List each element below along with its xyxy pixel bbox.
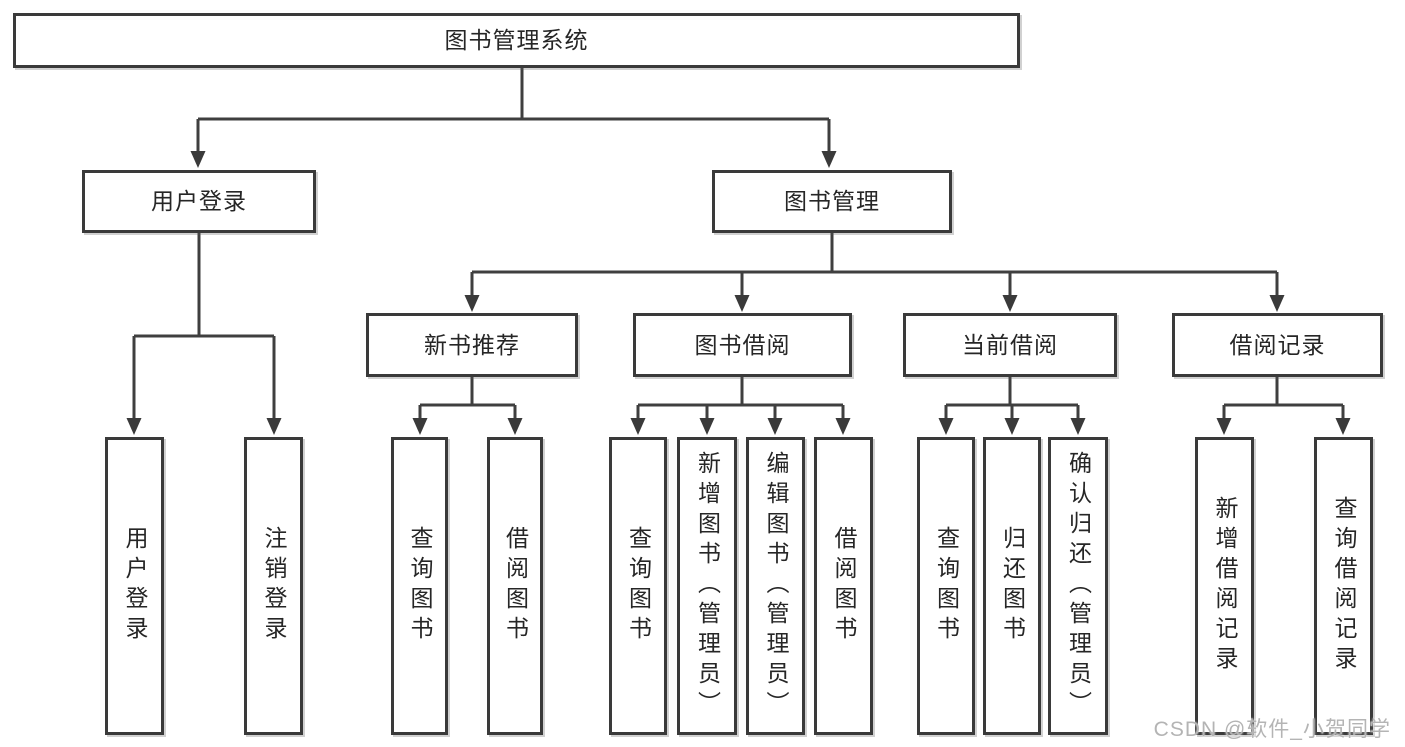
node-current-borrow: 当前借阅 <box>903 313 1117 377</box>
node-book-management-label: 图书管理 <box>784 188 880 214</box>
leaf-logout-label: 注销登录 <box>261 526 287 646</box>
leaf-record-query-label: 查询借阅记录 <box>1331 496 1357 676</box>
leaf-recommend-borrow-book: 借阅图书 <box>487 437 543 735</box>
leaf-recommend-borrow-book-label: 借阅图书 <box>502 526 529 646</box>
node-current-borrow-label: 当前借阅 <box>962 331 1058 358</box>
leaf-user-login: 用户登录 <box>105 437 164 735</box>
node-user-login: 用户登录 <box>82 170 316 233</box>
leaf-borrow-borrow-book: 借阅图书 <box>814 437 873 735</box>
edge-book-borrow-children <box>636 377 845 424</box>
leaf-borrow-borrow-book-label: 借阅图书 <box>831 526 857 646</box>
leaf-borrow-edit-book-label: 编辑图书（管理员） <box>763 451 789 721</box>
leaf-current-return-book-label: 归还图书 <box>999 526 1026 646</box>
leaf-user-login-label: 用户登录 <box>122 526 148 646</box>
arrowheads <box>126 151 1351 435</box>
node-new-book-recommend: 新书推荐 <box>366 313 578 377</box>
leaf-current-confirm-return: 确认归还（管理员） <box>1048 437 1108 735</box>
leaf-current-return-book: 归还图书 <box>983 437 1041 735</box>
edge-root-to-level2 <box>196 68 831 158</box>
edge-borrow-record-children <box>1222 377 1345 424</box>
leaf-record-add-label: 新增借阅记录 <box>1212 496 1238 676</box>
node-book-borrow-label: 图书借阅 <box>694 331 791 358</box>
leaf-recommend-query-book-label: 查询图书 <box>407 526 433 646</box>
leaf-current-confirm-return-label: 确认归还（管理员） <box>1065 451 1092 721</box>
node-user-login-label: 用户登录 <box>151 188 247 214</box>
leaf-current-query-book: 查询图书 <box>917 437 975 735</box>
leaf-logout: 注销登录 <box>244 437 303 735</box>
leaf-borrow-query-book: 查询图书 <box>609 437 667 735</box>
leaf-record-add: 新增借阅记录 <box>1195 437 1254 735</box>
leaf-current-query-book-label: 查询图书 <box>933 526 960 646</box>
edge-book-management-to-level3 <box>470 233 1279 301</box>
leaf-borrow-add-book: 新增图书（管理员） <box>677 437 737 735</box>
edge-user-login-to-children <box>132 233 276 424</box>
node-borrow-record: 借阅记录 <box>1172 313 1383 377</box>
edge-new-book-recommend-children <box>418 377 517 424</box>
leaf-borrow-add-book-label: 新增图书（管理员） <box>694 451 721 721</box>
node-book-borrow: 图书借阅 <box>633 313 852 377</box>
edge-current-borrow-children <box>944 377 1080 424</box>
leaf-borrow-query-book-label: 查询图书 <box>625 526 652 646</box>
node-borrow-record-label: 借阅记录 <box>1229 331 1326 358</box>
csdn-watermark: CSDN @软件_小贺同学 <box>1153 718 1391 741</box>
node-book-management: 图书管理 <box>712 170 952 233</box>
leaf-recommend-query-book: 查询图书 <box>391 437 448 735</box>
leaf-borrow-edit-book: 编辑图书（管理员） <box>746 437 805 735</box>
node-root: 图书管理系统 <box>13 13 1020 68</box>
node-root-label: 图书管理系统 <box>444 27 589 53</box>
leaf-record-query: 查询借阅记录 <box>1314 437 1373 735</box>
node-new-book-recommend-label: 新书推荐 <box>424 331 520 358</box>
